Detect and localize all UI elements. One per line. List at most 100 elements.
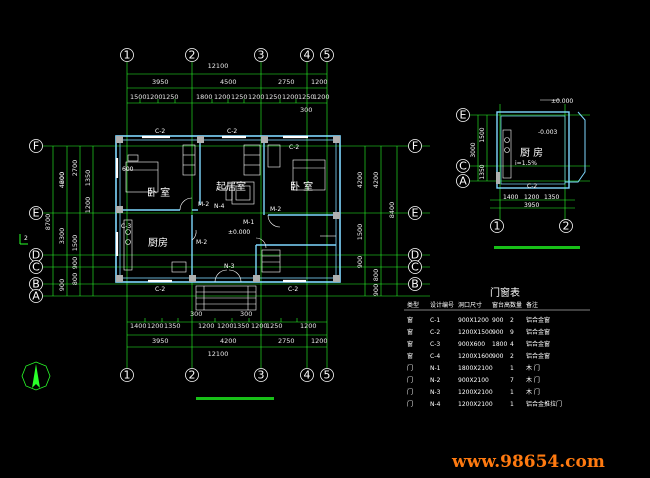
schedule-cell: 1200X1500 <box>458 329 493 336</box>
dim-right: 4200 <box>356 172 364 189</box>
dim-inner-top: 1800 <box>196 93 213 101</box>
kitchen-dim-total: 3950 <box>524 202 539 209</box>
room-bedroom-right: 卧 室 <box>290 180 313 193</box>
door-label: N-3 <box>224 263 235 270</box>
stairs-entry <box>195 285 257 311</box>
dim-inner-bottom: 1200 <box>251 322 268 330</box>
door-label: M-1 <box>243 219 254 226</box>
axis-label: 1 <box>124 369 131 382</box>
dim-left: 3300 <box>58 228 66 245</box>
dim-inner-bottom: 1400 <box>130 322 147 330</box>
schedule-cell: N-3 <box>430 389 441 396</box>
door-label: N-4 <box>214 203 225 210</box>
schedule-cell: 900X2100 <box>458 377 489 384</box>
room-living: 起居室 <box>216 180 246 193</box>
schedule-cell: 900 <box>492 329 504 336</box>
schedule-cell: 2 <box>510 317 514 324</box>
schedule-cell: 窗 <box>407 352 413 360</box>
north-arrow <box>21 361 51 391</box>
dimension-lines-top <box>127 73 327 104</box>
door-label: M-2 <box>196 239 207 246</box>
axis-label: 1 <box>494 220 501 233</box>
bed-left <box>125 154 159 193</box>
kitchen-dim-left: 3000 <box>470 142 477 157</box>
schedule-cell: 门 <box>407 376 413 384</box>
axis-label: A <box>459 175 467 188</box>
dim-right: 900 <box>372 284 380 296</box>
kitchen-counters <box>123 219 187 273</box>
dim-right: 800 <box>372 269 380 281</box>
schedule-cell: N-4 <box>430 401 441 408</box>
schedule-cell: 9 <box>510 329 514 336</box>
schedule-cell: C-3 <box>430 341 440 348</box>
kitchen-elev-top: ±0.000 <box>551 98 573 105</box>
dim-right: 1500 <box>356 224 364 241</box>
dim-inner-top: 1200 <box>313 93 330 101</box>
section-label: 2 <box>24 235 28 242</box>
dimension-lines-right <box>364 146 398 296</box>
dim-mid-top: 3950 <box>152 78 169 86</box>
schedule-cell: 1 <box>510 401 514 408</box>
axis-label: 5 <box>324 49 331 62</box>
axis-label: 3 <box>258 369 265 382</box>
dim-left: 900 <box>58 279 66 291</box>
dim-inner-top: 1200 <box>146 93 163 101</box>
door-swings <box>179 197 281 283</box>
axis-label: 4 <box>304 369 311 382</box>
window-label: C-3 <box>121 223 131 230</box>
dim-mid-bottom: 1200 <box>311 337 328 345</box>
dim-small: 300 <box>300 106 312 114</box>
schedule-cell: C-1 <box>430 317 440 324</box>
dim-inner-top: 1250 <box>298 93 315 101</box>
schedule-cell: 门 <box>407 400 413 408</box>
main-floor-plan: 卧 室 起居室 卧 室 厨房 C-2 C-2 C-2 C-2 C-2 C-3 M… <box>19 48 430 400</box>
schedule-cell: 1 <box>510 365 514 372</box>
kitchen-dim: 1350 <box>544 194 559 201</box>
schedule-cell: 木 门 <box>526 388 540 396</box>
schedule-cell: N-2 <box>430 377 441 384</box>
kitchen-wall <box>496 111 570 189</box>
kitchen-outline <box>565 111 586 183</box>
kitchen-detail-plan: 1 2 E C A 厨 房 ±0.000 -0.003 i=1.5% C-2 1… <box>456 98 590 249</box>
kitchen-axis-bubbles <box>456 108 573 233</box>
schedule-cell: 门 <box>407 364 413 372</box>
axis-bubbles-right <box>408 139 422 291</box>
dim-left: 1500 <box>71 235 79 252</box>
schedule-header: 类型设计编号洞口尺寸窗台高数量备注 <box>407 301 538 309</box>
axis-label: 5 <box>324 369 331 382</box>
outer-wall <box>115 135 341 283</box>
axis-label: 3 <box>258 49 265 62</box>
schedule-header-cell: 洞口尺寸 <box>458 301 482 309</box>
axis-label: 1 <box>124 49 131 62</box>
axis-bubbles-bottom <box>120 368 334 382</box>
schedule-cell: 窗 <box>407 316 413 324</box>
section-symbol <box>19 234 28 245</box>
dim-inner-bottom: 1350 <box>164 322 181 330</box>
axis-label: E <box>33 207 40 220</box>
dim-left: 4200 <box>58 172 66 189</box>
kitchen-title-bar <box>494 246 580 249</box>
room-bedroom-left: 卧 室 <box>147 186 170 199</box>
window-label: C-2 <box>155 286 165 293</box>
schedule-cell: 2 <box>510 353 514 360</box>
dimension-lines-left <box>52 146 94 296</box>
dim-inner-bottom: 1250 <box>266 322 283 330</box>
structural-columns <box>116 136 340 282</box>
axis-label: E <box>412 207 419 220</box>
plan-title-bar <box>196 397 274 400</box>
kitchen-detail-title: 厨 房 <box>520 146 543 159</box>
interior-walls <box>120 140 336 278</box>
schedule-cell: 木 门 <box>526 376 540 384</box>
window-label: C-2 <box>227 128 237 135</box>
schedule-cell: 900X600 <box>458 341 485 348</box>
schedule-cell: 铝合金窗 <box>526 316 550 324</box>
dim-inner-top: 1250 <box>231 93 248 101</box>
dim-inner-bottom: 1200 <box>217 322 234 330</box>
kitchen-dim: 1200 <box>524 194 539 201</box>
schedule-cell: C-4 <box>430 353 440 360</box>
schedule-cell: 900X1200 <box>458 317 489 324</box>
